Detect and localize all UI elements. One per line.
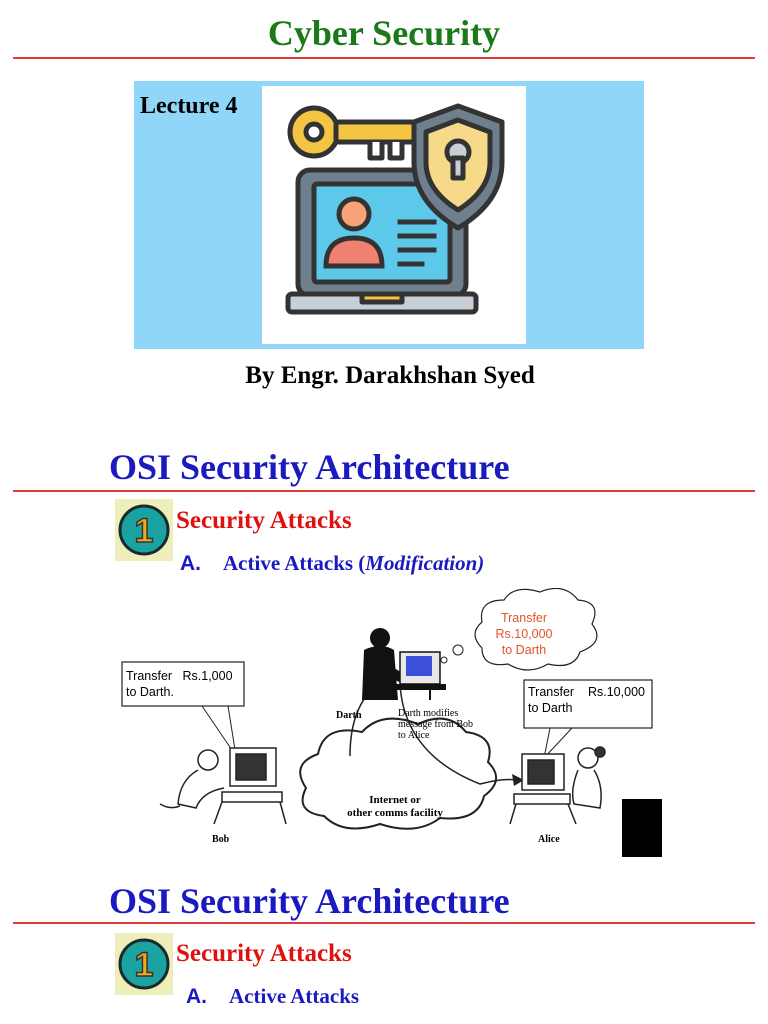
- list-item-emphasis: Modification): [365, 551, 485, 575]
- alice-message-amount: Rs.10,000: [587, 685, 645, 699]
- alice-label: Alice: [538, 834, 560, 845]
- section-divider: [13, 490, 755, 492]
- list-letter: A.: [186, 985, 207, 1008]
- author-byline: By Engr. Darakhshan Syed: [245, 362, 535, 389]
- subheading: Security Attacks: [176, 940, 352, 967]
- key-icon: [287, 105, 419, 161]
- alice-message-line: to Darth: [528, 701, 573, 715]
- text-lines-icon: [397, 219, 437, 267]
- darth-note-line: Darth modifies: [398, 708, 459, 719]
- number-badge-icon: 1: [115, 499, 173, 561]
- section-divider: [13, 922, 755, 924]
- darth-thought-text: Transfer Rs.10,000 to Darth: [484, 610, 564, 658]
- bob-message-amount: Rs.1,000: [182, 669, 233, 683]
- list-item: A. Active Attacks (Modification): [180, 551, 484, 576]
- number-badge-icon: 1: [115, 933, 173, 995]
- lecture-label: Lecture 4: [140, 93, 238, 119]
- darth-note-line: message from Bob: [398, 719, 473, 730]
- alice-figure-icon: [509, 746, 606, 825]
- darth-label: Darth: [336, 710, 362, 721]
- subheading: Security Attacks: [176, 507, 352, 534]
- list-item-text: Active Attacks: [229, 984, 360, 1008]
- bob-message-line: to Darth.: [126, 685, 174, 699]
- bob-callout-box: [121, 661, 245, 707]
- shield-icon: [411, 103, 505, 231]
- bob-message-line: Transfer: [126, 669, 173, 683]
- security-laptop-illustration: [262, 86, 526, 344]
- darth-note: Darth modifies message from Bob to Alice: [398, 708, 488, 741]
- list-item: A. Active Attacks: [186, 984, 359, 1009]
- network-label: Internet or other comms facility: [330, 794, 460, 820]
- badge-number: 1: [135, 512, 154, 550]
- network-label-line: other comms facility: [347, 807, 443, 819]
- alice-message: Transfer Rs.10,000 to Darth: [528, 684, 658, 716]
- user-profile-icon: [323, 196, 385, 269]
- network-label-line: Internet or: [369, 794, 421, 806]
- bob-figure-icon: [159, 747, 287, 825]
- black-block: [622, 799, 662, 857]
- bob-message: Transfer Rs.1,000 to Darth.: [126, 668, 244, 700]
- title-divider: [13, 57, 755, 59]
- darth-thought-cloud: [474, 588, 598, 671]
- list-letter: A.: [180, 552, 201, 575]
- darth-forward-arrow: [399, 683, 517, 785]
- network-cloud-shape: [299, 717, 497, 830]
- alice-arrow-head: [512, 774, 524, 786]
- darth-note-line: to Alice: [398, 730, 430, 741]
- alice-callout-box: [523, 679, 653, 729]
- thought-line: to Darth: [501, 643, 547, 657]
- bob-label: Bob: [212, 834, 230, 845]
- badge-number: 1: [135, 946, 154, 984]
- section-heading: OSI Security Architecture: [109, 447, 510, 487]
- slide-title: Cyber Security: [267, 13, 501, 53]
- thought-line: Transfer: [500, 611, 548, 625]
- darth-figure-icon: [362, 628, 446, 700]
- thought-line: Rs.10,000: [495, 627, 553, 641]
- section-heading: OSI Security Architecture: [109, 881, 510, 921]
- active-attack-diagram: Transfer Rs.1,000 to Darth. Transfer Rs.…: [110, 588, 670, 858]
- list-item-text: Active Attacks (: [223, 551, 366, 575]
- alice-message-line: Transfer: [528, 685, 575, 699]
